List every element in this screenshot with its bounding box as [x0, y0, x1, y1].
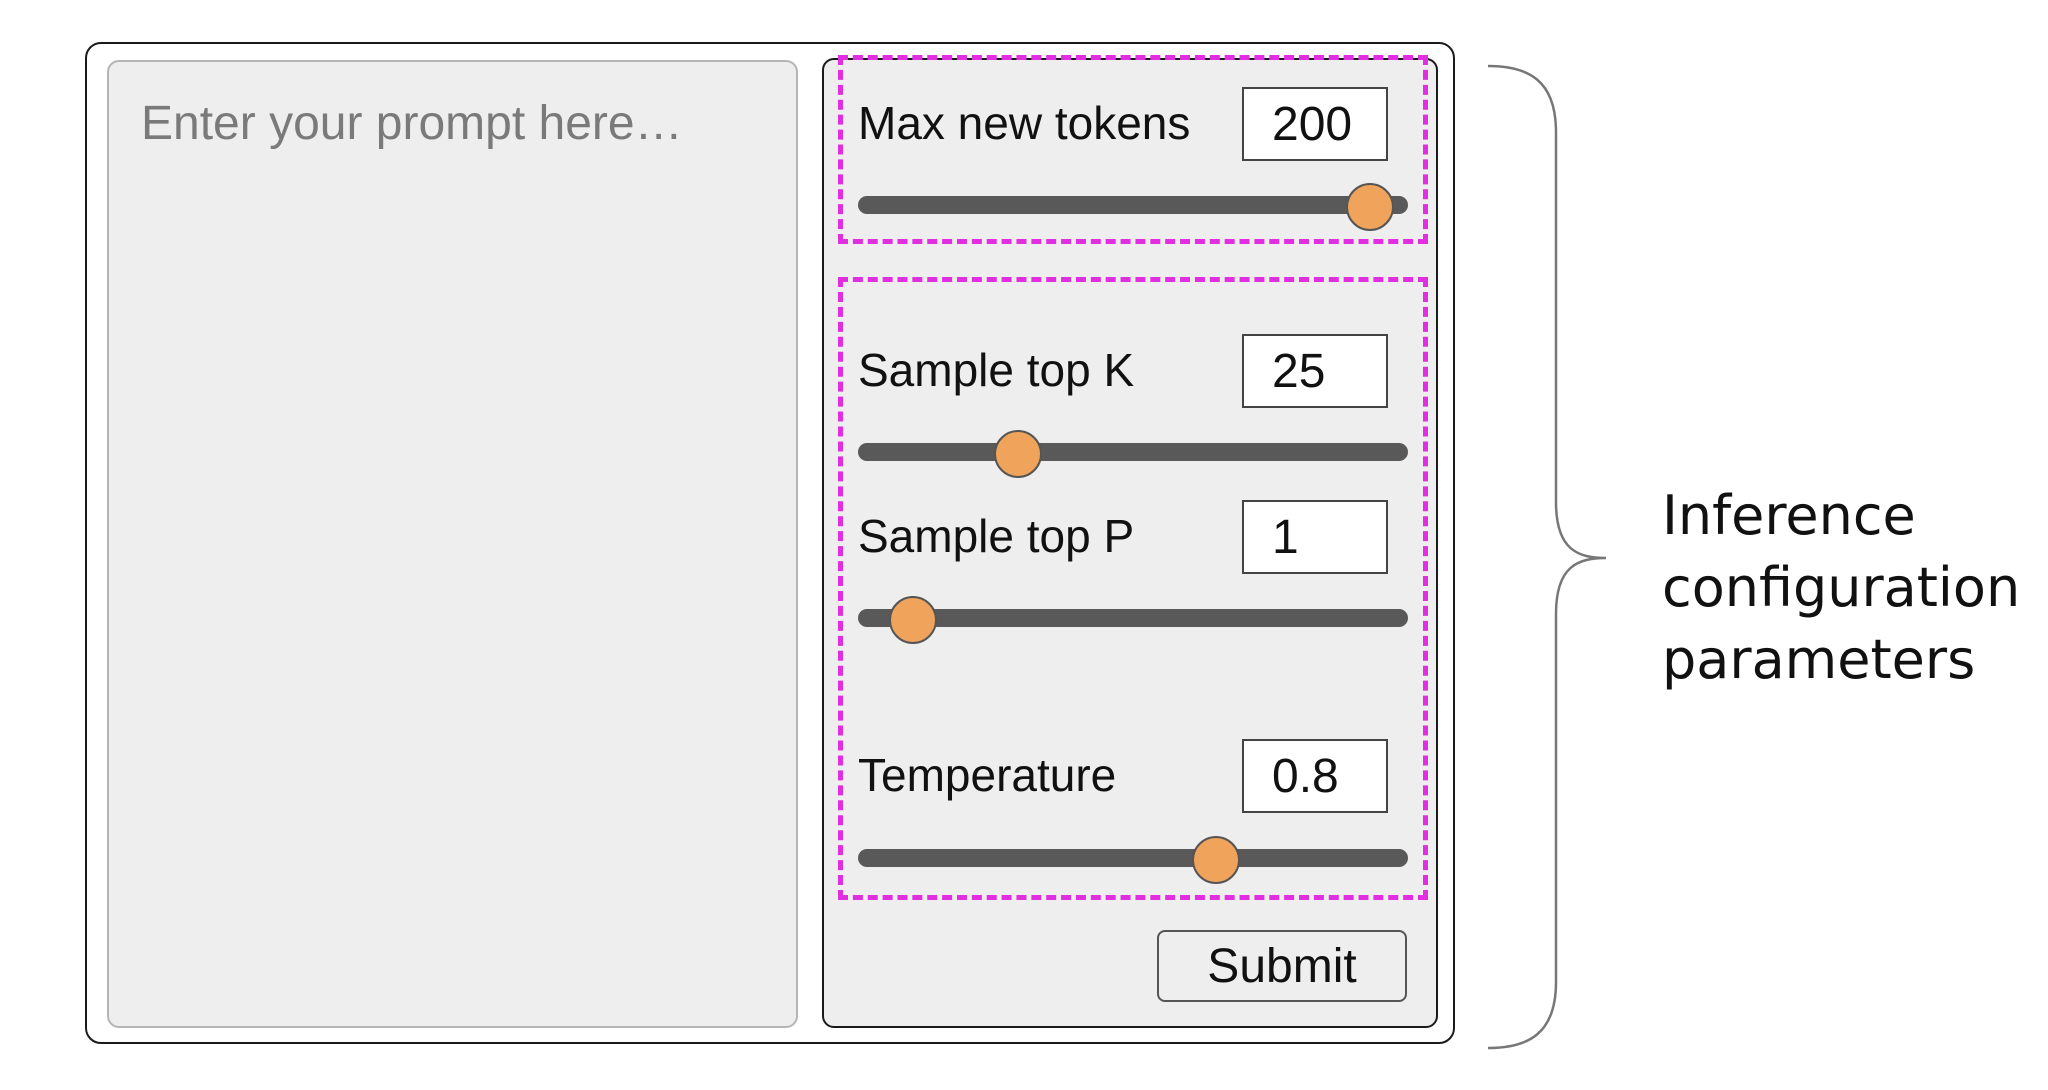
- sampling-group-highlight: [838, 277, 1428, 900]
- sample-top-p-value-field[interactable]: [1242, 500, 1388, 574]
- curly-brace: [1488, 64, 1607, 1050]
- temperature-value-field[interactable]: [1242, 739, 1388, 813]
- sample-top-k-slider[interactable]: [858, 430, 1408, 478]
- sample-top-k-label: Sample top K: [858, 344, 1135, 396]
- temperature-label: Temperature: [858, 749, 1117, 801]
- annotation-line-3: parameters: [1662, 628, 1976, 691]
- slider-track: [858, 196, 1408, 214]
- max-new-tokens-label: Max new tokens: [858, 97, 1191, 149]
- annotation-text: Inference configuration parameters: [1662, 480, 2020, 696]
- slider-thumb[interactable]: [993, 430, 1042, 478]
- slider-track: [858, 443, 1408, 461]
- sample-top-p-slider[interactable]: [858, 596, 1408, 644]
- submit-button[interactable]: Submit: [1157, 930, 1407, 1002]
- max-new-tokens-value-field[interactable]: [1242, 87, 1388, 161]
- prompt-input[interactable]: [107, 60, 798, 1028]
- annotation-line-2: configuration: [1662, 556, 2021, 619]
- slider-thumb[interactable]: [1191, 836, 1240, 884]
- temperature-slider[interactable]: [858, 836, 1408, 884]
- sample-top-k-value-field[interactable]: [1242, 334, 1388, 408]
- slider-track: [858, 849, 1408, 867]
- max-tokens-group-highlight: [838, 55, 1428, 244]
- slider-thumb[interactable]: [1345, 183, 1394, 231]
- annotation-line-1: Inference: [1662, 484, 1916, 547]
- sample-top-p-label: Sample top P: [858, 510, 1135, 562]
- max-new-tokens-slider[interactable]: [858, 183, 1408, 231]
- slider-track: [858, 609, 1408, 627]
- slider-thumb[interactable]: [889, 596, 937, 644]
